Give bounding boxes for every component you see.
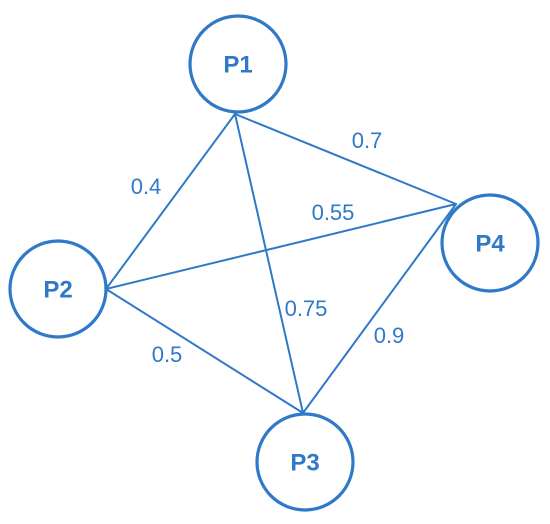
node-p3: P3 bbox=[255, 412, 355, 512]
edge-labels: 0.4 0.7 0.55 0.75 0.5 0.9 bbox=[131, 128, 405, 367]
node-p4: P4 bbox=[440, 193, 540, 293]
node-p2: P2 bbox=[8, 239, 108, 339]
node-p3-circle bbox=[255, 412, 355, 512]
edge-p2-p3 bbox=[105, 288, 304, 414]
node-p4-circle bbox=[440, 193, 540, 293]
node-p2-label: P2 bbox=[43, 276, 72, 303]
edge-label-p1-p2: 0.4 bbox=[131, 174, 162, 199]
edge-label-p1-p3: 0.75 bbox=[285, 296, 328, 321]
edge-label-p1-p4: 0.7 bbox=[352, 128, 383, 153]
edge-label-p3-p4: 0.9 bbox=[374, 323, 405, 348]
node-p1-circle bbox=[188, 14, 288, 114]
edge-p1-p2 bbox=[105, 113, 236, 290]
edge-label-p2-p4: 0.55 bbox=[312, 200, 355, 225]
edge-label-p2-p3: 0.5 bbox=[152, 342, 183, 367]
edge-p1-p4 bbox=[234, 113, 457, 205]
node-p4-label: P4 bbox=[475, 230, 505, 257]
node-p3-label: P3 bbox=[290, 449, 319, 476]
node-p2-circle bbox=[8, 239, 108, 339]
edge-p3-p4 bbox=[302, 203, 457, 414]
edge-p1-p3 bbox=[234, 113, 304, 414]
node-p1-label: P1 bbox=[223, 51, 252, 78]
edge-p2-p4 bbox=[105, 203, 457, 290]
node-p1: P1 bbox=[188, 14, 288, 114]
edges bbox=[105, 113, 457, 414]
